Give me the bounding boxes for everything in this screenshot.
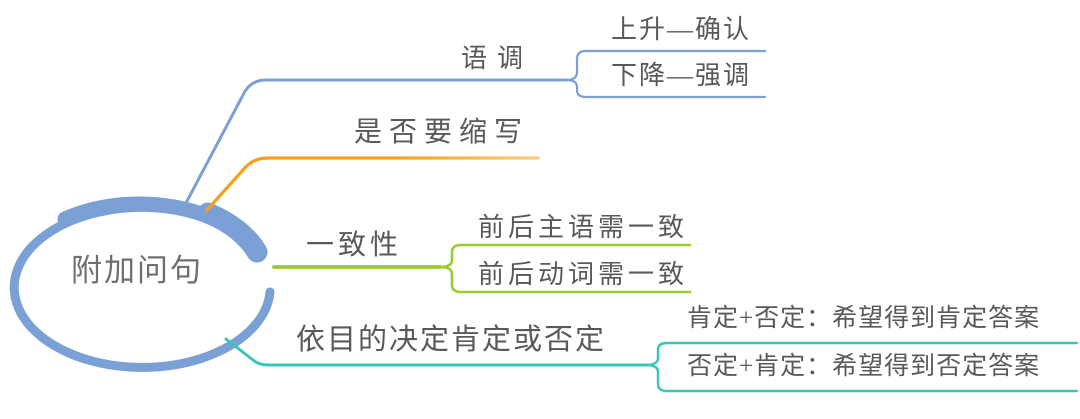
- fork-purpose-lower: [644, 363, 1079, 393]
- node-positive-negative[interactable]: 肯定+否定：希望得到肯定答案: [687, 305, 1041, 332]
- node-rising-confirm[interactable]: 上升—确认: [611, 15, 752, 44]
- central-ellipse-brush-blob: [197, 202, 268, 263]
- branch-consistency-lines: [272, 243, 692, 294]
- branch-purpose-lines: [224, 337, 1079, 393]
- fork-consistency-upper: [438, 243, 692, 269]
- branch-line-intonation: [184, 78, 568, 205]
- fork-intonation-upper: [564, 49, 767, 82]
- branch-line-purpose: [224, 337, 648, 367]
- central-ellipse: [9, 196, 275, 372]
- node-falling-emphasis[interactable]: 下降—强调: [611, 61, 752, 90]
- node-purpose[interactable]: 依目的决定肯定或否定: [296, 324, 607, 356]
- fork-consistency-lower: [438, 265, 692, 294]
- node-verb-consistent[interactable]: 前后动词需一致: [478, 260, 689, 289]
- node-contraction[interactable]: 是否要缩写: [354, 117, 530, 148]
- branch-line-contraction: [205, 156, 540, 212]
- fork-purpose-upper: [644, 341, 1079, 367]
- fork-intonation-lower: [564, 78, 767, 99]
- node-negative-positive[interactable]: 否定+肯定：希望得到否定答案: [687, 353, 1041, 380]
- branch-intonation-lines: [184, 49, 767, 205]
- node-subject-consistent[interactable]: 前后主语需一致: [478, 213, 689, 242]
- node-intonation[interactable]: 语调: [461, 44, 534, 73]
- node-consistency[interactable]: 一致性: [306, 230, 403, 261]
- root-topic[interactable]: 附加问句: [71, 253, 203, 288]
